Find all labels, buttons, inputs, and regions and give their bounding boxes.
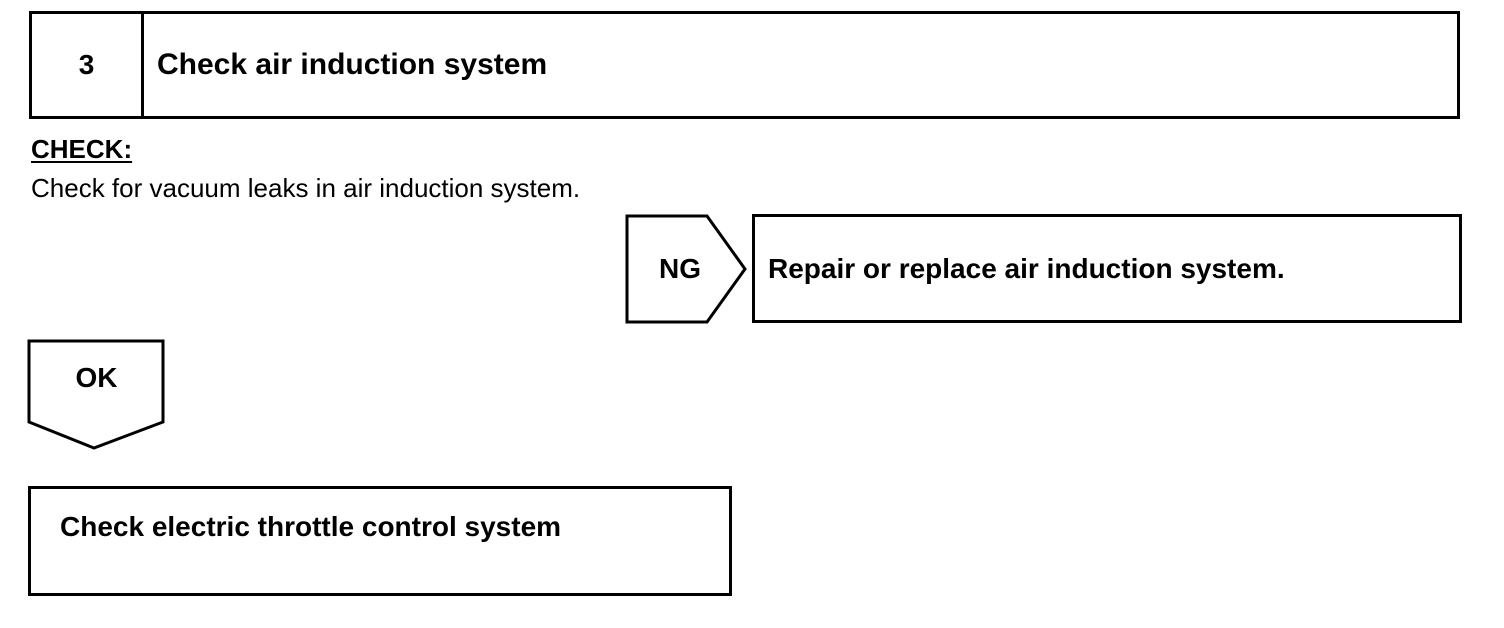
ng-result-box: Repair or replace air induction system. [752, 214, 1462, 323]
step-title: Check air induction system [157, 48, 548, 81]
ng-arrow-shape [625, 214, 747, 324]
next-step-box: Check electric throttle control system [28, 486, 732, 596]
ng-label: NG [659, 253, 701, 284]
step-header-box: 3 Check air induction system [29, 11, 1460, 119]
check-instruction: Check for vacuum leaks in air induction … [31, 173, 581, 203]
ng-result-text: Repair or replace air induction system. [768, 252, 1285, 284]
ok-arrow-shape [27, 339, 165, 450]
step-number: 3 [32, 14, 144, 116]
check-heading: CHECK: [31, 134, 133, 164]
ok-label: OK [75, 362, 118, 393]
next-step-title: Check electric throttle control system [60, 511, 562, 542]
